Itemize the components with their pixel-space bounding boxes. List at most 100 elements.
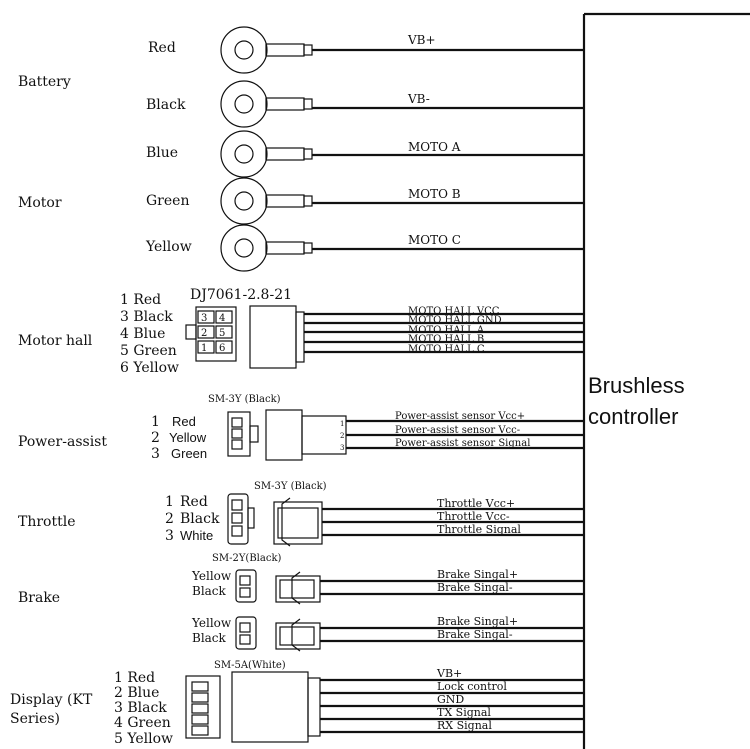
hall-pin-number: 5: [219, 328, 225, 339]
display-signal: TX Signal: [437, 706, 491, 719]
brake-group: Brake SM-2Y(Black) Yellow Black Brake Si…: [18, 553, 584, 652]
connector-model: SM-3Y (Black): [254, 481, 327, 492]
motor-wire-color: Yellow: [145, 239, 192, 255]
pa-pin-number: 1: [151, 414, 160, 430]
throttle-signal: Throttle Vcc-: [437, 510, 510, 523]
motor-hall-label: Motor hall: [18, 333, 93, 349]
motor-signal: MOTO B: [408, 187, 461, 201]
display-pin-label: 1 Red: [114, 670, 155, 686]
motor-label: Motor: [18, 195, 62, 211]
motor-signal: MOTO C: [408, 233, 461, 247]
display-label: Series): [10, 711, 60, 727]
display-signal: Lock control: [437, 680, 507, 693]
display-signal: GND: [437, 693, 464, 706]
hall-signal: MOTO HALL C: [408, 344, 485, 355]
power-assist-label: Power-assist: [18, 434, 107, 450]
pa-signal: Power-assist sensor Vcc-: [395, 425, 520, 436]
display-connector-body: [231, 671, 321, 743]
motor-wire-color: Blue: [146, 145, 178, 161]
hall-pin-number: 6: [219, 343, 225, 354]
throttle-label: Throttle: [18, 514, 76, 530]
hall-pin-number: 3: [201, 313, 207, 324]
display-label: Display (KT: [10, 692, 93, 708]
battery-signal: VB+: [407, 33, 436, 47]
throttle-pin-number: 2: [165, 511, 174, 527]
brake-label: Brake: [18, 590, 60, 606]
controller-title-line1: Brushless: [588, 373, 685, 398]
pa-pin-number: 3: [151, 446, 160, 462]
display-pin-label: 4 Green: [114, 715, 171, 731]
power-assist-group: Power-assist SM-3Y (Black) 1 2 3 Red Yel…: [18, 394, 584, 462]
hall-signal: MOTO HALL VCC: [408, 306, 500, 317]
battery-signal: VB-: [407, 92, 430, 106]
brake-wire-color: Black: [192, 631, 227, 645]
ring-terminal: [220, 130, 584, 178]
display-connector-face: [185, 675, 221, 739]
pa-connector-face: [227, 411, 259, 457]
brake-wire-color: Black: [192, 584, 227, 598]
brake-signal: Brake Singal-: [437, 581, 513, 594]
battery-wire-color: Red: [148, 40, 176, 56]
pa-wire-color: Yellow: [169, 430, 207, 445]
hall-pin-number: 4: [219, 313, 225, 324]
motor-wire-color: Green: [146, 193, 189, 209]
display-signal: VB+: [436, 667, 462, 680]
battery-wire-color: Black: [146, 97, 186, 113]
pa-wire-color: Red: [172, 414, 196, 429]
ring-terminal: [220, 80, 584, 128]
throttle-group: Throttle SM-3Y (Black) 1 2 3 Red Black W…: [18, 481, 584, 547]
hall-pin-number: 2: [201, 328, 207, 339]
hall-pin-label: 1 Red: [120, 292, 161, 308]
hall-signal: MOTO HALL B: [408, 334, 484, 345]
motor-hall-group: Motor hall DJ7061-2.8-21 1 Red 3 Black 4…: [18, 287, 584, 376]
brake-wire-color: Yellow: [191, 569, 232, 583]
display-pin-label: 2 Blue: [114, 685, 159, 701]
display-signal: RX Signal: [437, 719, 492, 732]
connector-model: SM-5A(White): [214, 660, 286, 671]
pa-body-pin: 3: [340, 444, 344, 452]
brake-connector-face: [235, 616, 257, 650]
display-pin-label: 5 Yellow: [114, 731, 173, 747]
pa-connector-body: 1 2 3: [265, 409, 347, 461]
pa-body-pin: 2: [340, 432, 344, 440]
hall-connector-body: [249, 305, 305, 369]
pa-body-pin: 1: [340, 420, 344, 428]
hall-pin-label: 3 Black: [120, 309, 173, 325]
brake-connector-face: [235, 569, 257, 603]
throttle-wire-color: Black: [180, 511, 220, 527]
brake-connector-body: [275, 618, 321, 652]
ring-terminal: [220, 224, 584, 272]
hall-signal: MOTO HALL A: [408, 325, 485, 336]
motor-signal: MOTO A: [408, 140, 461, 154]
controller-box: Brushless controller: [582, 12, 750, 749]
connector-model: SM-3Y (Black): [208, 394, 281, 405]
hall-connector-face: 3 4 2 5 1 6: [185, 306, 237, 362]
brake-wire-color: Yellow: [191, 616, 232, 630]
display-pin-label: 3 Black: [114, 700, 167, 716]
connector-model: DJ7061-2.8-21: [190, 287, 292, 303]
throttle-pin-number: 3: [165, 528, 174, 544]
throttle-connector-face: [227, 493, 255, 545]
pa-wire-color: Green: [171, 446, 207, 461]
connector-model: SM-2Y(Black): [212, 553, 282, 564]
pa-signal: Power-assist sensor Signal: [395, 438, 530, 449]
throttle-pin-number: 1: [165, 494, 174, 510]
throttle-signal: Throttle Signal: [437, 523, 521, 536]
hall-pin-label: 5 Green: [120, 343, 177, 359]
ring-terminal: [220, 26, 584, 74]
hall-signal: MOTO HALL GND: [408, 315, 502, 326]
pa-signal: Power-assist sensor Vcc+: [395, 411, 525, 422]
battery-group: Battery Red Black VB+ VB-: [18, 33, 436, 113]
pa-pin-number: 2: [151, 430, 160, 446]
battery-label: Battery: [18, 74, 71, 90]
throttle-signal: Throttle Vcc+: [437, 497, 515, 510]
ring-terminal: [220, 177, 584, 225]
hall-pin-label: 6 Yellow: [120, 360, 179, 376]
throttle-connector-body: [273, 497, 323, 547]
controller-title-line2: controller: [588, 404, 678, 429]
motor-group: Motor Blue Green Yellow MOTO A MOTO B MO…: [18, 140, 461, 255]
brake-signal: Brake Singal+: [437, 568, 518, 581]
brake-signal: Brake Singal+: [437, 615, 518, 628]
hall-pin-label: 4 Blue: [120, 326, 165, 342]
